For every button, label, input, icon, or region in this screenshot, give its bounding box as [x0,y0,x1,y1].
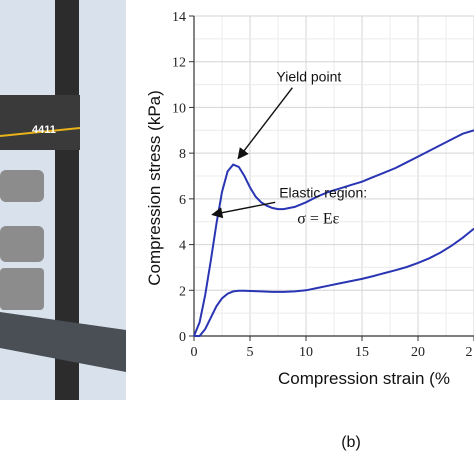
panel-label: (b) [341,434,361,451]
y-axis-title: Compression stress (kPa) [145,90,164,286]
series-group [193,129,474,337]
upper-platen [0,170,44,202]
y-tick-label: 10 [172,101,186,116]
annotation-elastic-region: Elastic region: [279,184,367,200]
y-tick-label: 2 [179,284,186,299]
series-line-2 [194,227,474,337]
x-tick-label: 0 [191,345,198,360]
machine-base [0,312,126,372]
grid [193,15,474,337]
elastic-region-arrow [211,201,276,219]
y-tick-label: 14 [172,10,186,25]
lower-platen [0,268,44,310]
x-tick-label: 20 [411,345,425,360]
compression-test-photo: 4411 [0,0,126,400]
annotation-formula: σ = Eε [297,210,339,227]
annotation-yield-point: Yield point [276,69,341,85]
axes: 0 2 4 6 8 10 12 14 0 5 10 15 20 2 [172,10,474,360]
x-axis-title: Compression strain (% [278,369,450,388]
y-tick-label: 6 [179,193,186,208]
x-tick-label: 2 [466,345,473,360]
y-tick-label: 12 [172,56,186,71]
crossbar-accent-line [0,127,81,137]
x-tick-label: 15 [355,345,369,360]
specimen [0,226,44,262]
yield-point-arrow [237,87,293,160]
y-tick-label: 4 [179,239,186,254]
series-line-1 [193,129,474,337]
machine-label: 4411 [32,124,56,136]
y-tick-label: 0 [179,330,186,345]
x-tick-label: 5 [247,345,254,360]
x-tick-label: 10 [299,345,313,360]
y-tick-label: 8 [179,147,186,162]
machine-crossbar [0,95,80,150]
